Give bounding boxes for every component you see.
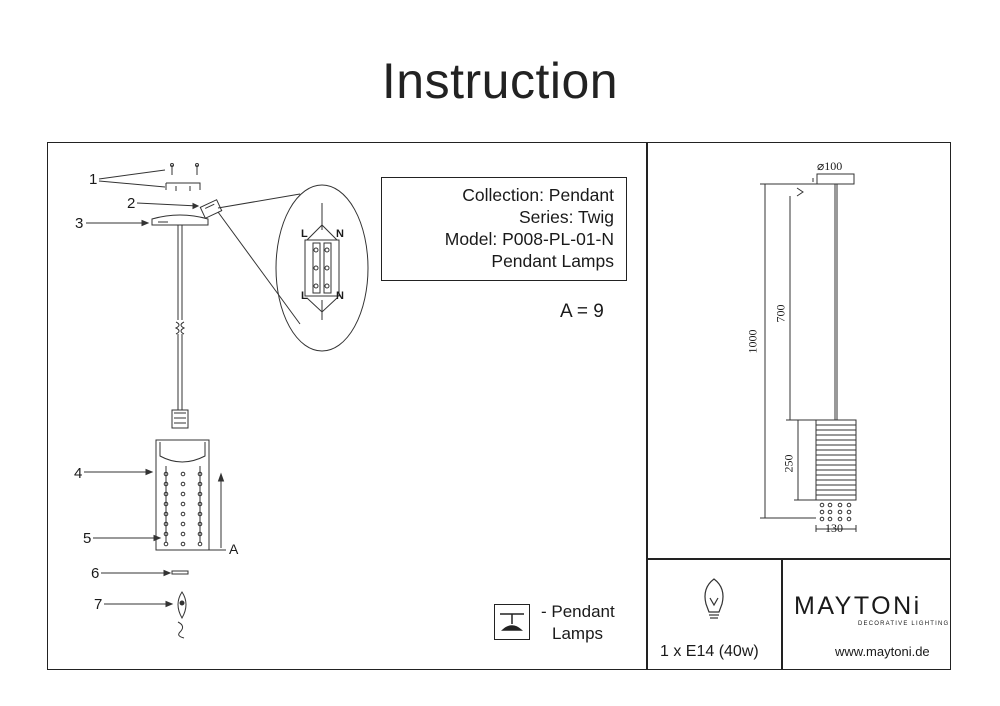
a-marker: A	[229, 541, 239, 557]
canopy-diameter-label: ⌀100	[817, 159, 843, 173]
wire-label-l-bottom: L	[301, 290, 308, 302]
brand-tagline: DECORATIVE LIGHTING	[858, 621, 950, 627]
crystal-drops-icon	[163, 471, 203, 547]
page-title: Instruction	[381, 53, 619, 109]
wire-label-l-top: L	[301, 228, 308, 240]
panel-divider-horizontal	[646, 558, 951, 560]
legend-line-1: - Pendant	[541, 602, 615, 621]
mounting-bracket-icon	[165, 182, 201, 191]
instruction-frame	[47, 142, 951, 670]
wiring-detail-callout	[275, 184, 369, 352]
light-bulb-icon	[704, 578, 724, 619]
screw-icon	[170, 163, 199, 175]
bulb-spec: 1 x E14 (40w)	[660, 643, 759, 660]
legend-text: - Pendant Lamps	[541, 601, 615, 645]
dimension-drawing	[760, 173, 857, 532]
callout-1: 1	[89, 171, 98, 188]
terminal-block-icon	[199, 199, 223, 219]
callout-6: 6	[91, 565, 100, 582]
series-label: Series: Twig	[519, 207, 614, 227]
ring-icon	[171, 570, 189, 575]
callout-7: 7	[94, 596, 103, 613]
callout-5: 5	[83, 530, 92, 547]
lamp-shade-icon	[155, 439, 210, 551]
total-height-label: 1000	[745, 329, 760, 354]
panel-divider-vertical	[646, 142, 648, 670]
socket-icon	[171, 409, 189, 429]
product-info-box: Collection: Pendant Series: Twig Model: …	[381, 177, 627, 281]
canopy-icon	[151, 214, 209, 226]
legend-icon-frame	[494, 604, 530, 640]
brand-logo: MAYTONi	[794, 592, 922, 620]
legend-line-2: Lamps	[552, 624, 604, 643]
callout-3: 3	[75, 215, 84, 232]
pendant-lamp-icon	[500, 613, 524, 631]
a-equation: A = 9	[560, 301, 604, 322]
wire-label-n-bottom: N	[336, 290, 344, 302]
website-link[interactable]: www.maytoni.de	[835, 644, 930, 659]
bulb-part-icon	[177, 591, 187, 639]
model-label: Model: P008-PL-01-N	[444, 229, 614, 249]
shade-height-label: 250	[781, 454, 796, 473]
canopy-dim-shape	[816, 173, 855, 185]
callout-4: 4	[74, 465, 83, 482]
product-type-label: Pendant Lamps	[491, 251, 614, 271]
callout-2: 2	[127, 195, 136, 212]
shade-width-label: 130	[825, 521, 843, 535]
collection-label: Collection: Pendant	[462, 185, 614, 205]
footer-divider	[781, 558, 783, 670]
wire-label-n-top: N	[336, 228, 344, 240]
cable-length-label: 700	[773, 304, 788, 323]
